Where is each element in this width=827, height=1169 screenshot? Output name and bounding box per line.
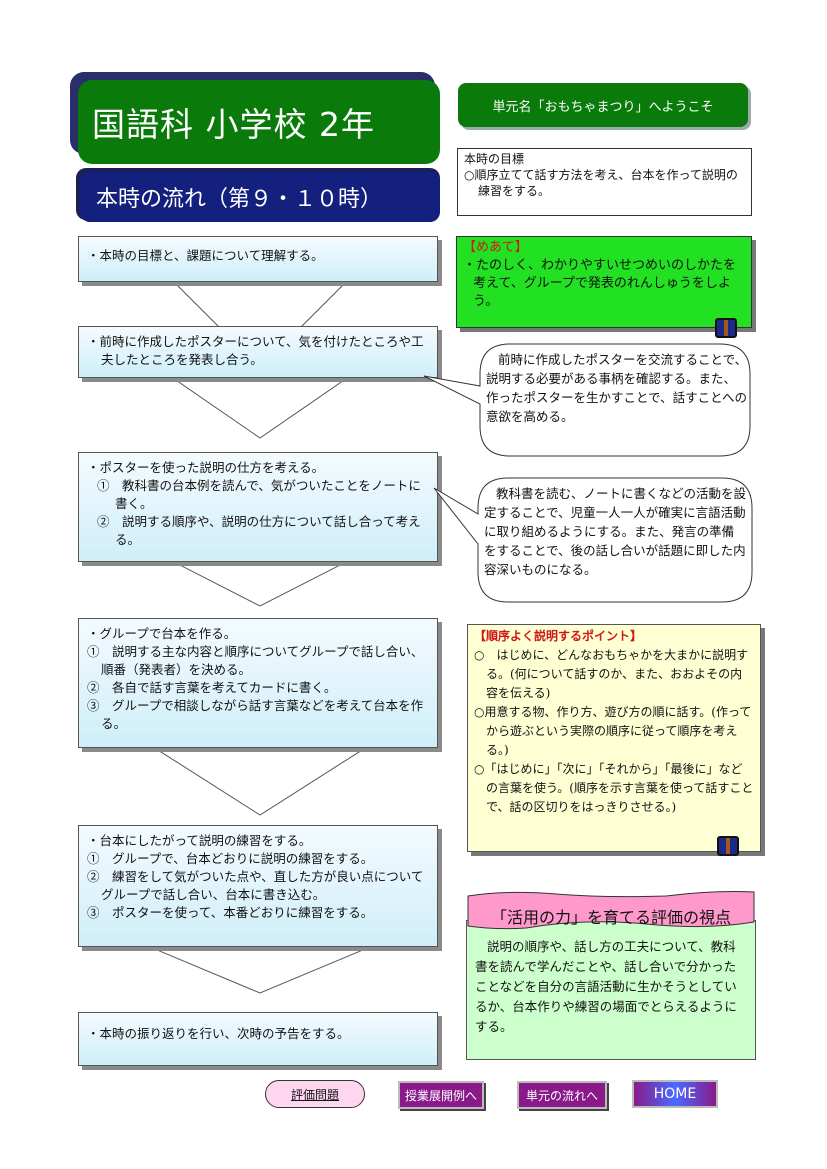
meate-heading: 【めあて】 [463,240,528,255]
page-subtitle: 本時の流れ（第９・１０時） [80,172,440,222]
down-arrow-1 [170,278,350,369]
lesson-goal-box: 本時の目標 ○順序立てて話す方法を考え、台本を作って説明の練習をする。 [457,148,752,216]
explain-point-2: ○用意する物、作り方、遊び方の順に話す。(作ってから遊ぶという実際の順序に従って… [474,705,752,757]
flow-step-5-line-3: ② 練習をして気がついた点や、直した方が良い点についてグループで話し合い、台本に… [87,869,424,902]
book-icon [715,318,737,338]
speech-bubble-2 [433,477,753,603]
down-arrow-5 [150,947,370,994]
flow-step-4-line-4: ③ グループで相談しながら話す言葉などを考えて台本を作る。 [87,698,424,731]
evaluation-heading: 「活用の力」を育てる評価の視点 [490,908,731,927]
home-button[interactable]: HOME [632,1080,718,1108]
speech-bubble-1-text: 前時に作成したポスターを交流することで、説明する必要がある事柄を確認する。また、… [486,352,748,424]
flow-step-1-line-1: ・本時の目標と、課題について理解する。 [87,248,324,263]
flow-step-4-line-2: ① 説明する主な内容と順序についてグループで話し合い、順番（発表者）を決める。 [87,644,424,677]
unit-name-badge: 単元名「おもちゃまつり」へようこそ [458,83,748,127]
page-title: 国語科 小学校 2年 [78,80,440,164]
flow-step-3-line-3: ② 説明する順序や、説明の仕方について話し合って考える。 [97,514,421,547]
meate-box: 【めあて】 ・たのしく、わかりやすいせつめいのしかたを考えて、グループで発表のれ… [456,236,752,328]
flow-step-3: ・ポスターを使った説明の仕方を考える。 ① 教科書の台本例を読んで、気がついたこ… [78,452,438,562]
flow-step-6: ・本時の振り返りを行い、次時の予告をする。 [78,1012,438,1066]
flow-step-5-line-2: ① グループで、台本どおりに説明の練習をする。 [87,851,374,866]
flow-step-4-line-1: ・グループで台本を作る。 [87,626,237,641]
evaluation-link-button[interactable]: 評価問題 [265,1080,365,1108]
lesson-examples-button[interactable]: 授業展開例へ [398,1081,484,1109]
flow-step-5-line-1: ・台本にしたがって説明の練習をする。 [87,833,312,848]
flow-step-3-line-2: ① 教科書の台本例を読んで、気がついたことをノートに書く。 [97,478,421,511]
flow-step-1: ・本時の目標と、課題について理解する。 [78,236,438,282]
lesson-goal-text: ○順序立てて話す方法を考え、台本を作って説明の練習をする。 [464,168,738,198]
flow-step-4-line-3: ② 各自で話す言葉を考えてカードに書く。 [87,680,337,695]
speech-bubble-2-text: 教科書を読む、ノートに書くなどの活動を設定することで、児童一人一人が確実に言語活… [484,486,747,577]
evaluation-banner [467,891,755,930]
book-icon-2 [717,836,739,856]
explain-point-1: ○ はじめに、どんなおもちゃかを大まかに説明する。(何について話すのか、また、お… [474,648,749,700]
speech-bubble-1 [423,343,751,457]
flow-step-5: ・台本にしたがって説明の練習をする。 ① グループで、台本どおりに説明の練習をす… [78,825,438,947]
explain-points-heading: 【順序よく説明するポイント】 [474,629,643,643]
meate-text: ・たのしく、わかりやすいせつめいのしかたを考えて、グループで発表のれんしゅうをし… [463,258,737,309]
flow-step-3-line-1: ・ポスターを使った説明の仕方を考える。 [87,460,325,475]
flow-step-2-line-1: ・前時に作成したポスターについて、気を付けたところや工夫したところを発表し合う。 [87,334,424,367]
explain-points-box: 【順序よく説明するポイント】 ○ はじめに、どんなおもちゃかを大まかに説明する。… [467,624,761,852]
flow-step-5-line-4: ③ ポスターを使って、本番どおりに練習をする。 [87,905,374,920]
down-arrow-2 [170,376,350,439]
evaluation-body: 説明の順序や、話し方の工夫について、教科書を読んで学んだことや、話し合いで分かっ… [466,920,756,1060]
down-arrow-4 [150,745,370,816]
lesson-goal-heading: 本時の目標 [464,152,525,166]
flow-step-6-line-1: ・本時の振り返りを行い、次時の予告をする。 [87,1026,350,1041]
flow-step-4: ・グループで台本を作る。 ① 説明する主な内容と順序についてグループで話し合い、… [78,618,438,748]
flow-step-2: ・前時に作成したポスターについて、気を付けたところや工夫したところを発表し合う。 [78,326,438,378]
unit-flow-button[interactable]: 単元の流れへ [517,1081,607,1109]
down-arrow-3 [170,560,350,607]
explain-point-3: ○「はじめに」「次に」「それから」「最後に」などの言葉を使う。(順序を示す言葉を… [474,762,754,814]
